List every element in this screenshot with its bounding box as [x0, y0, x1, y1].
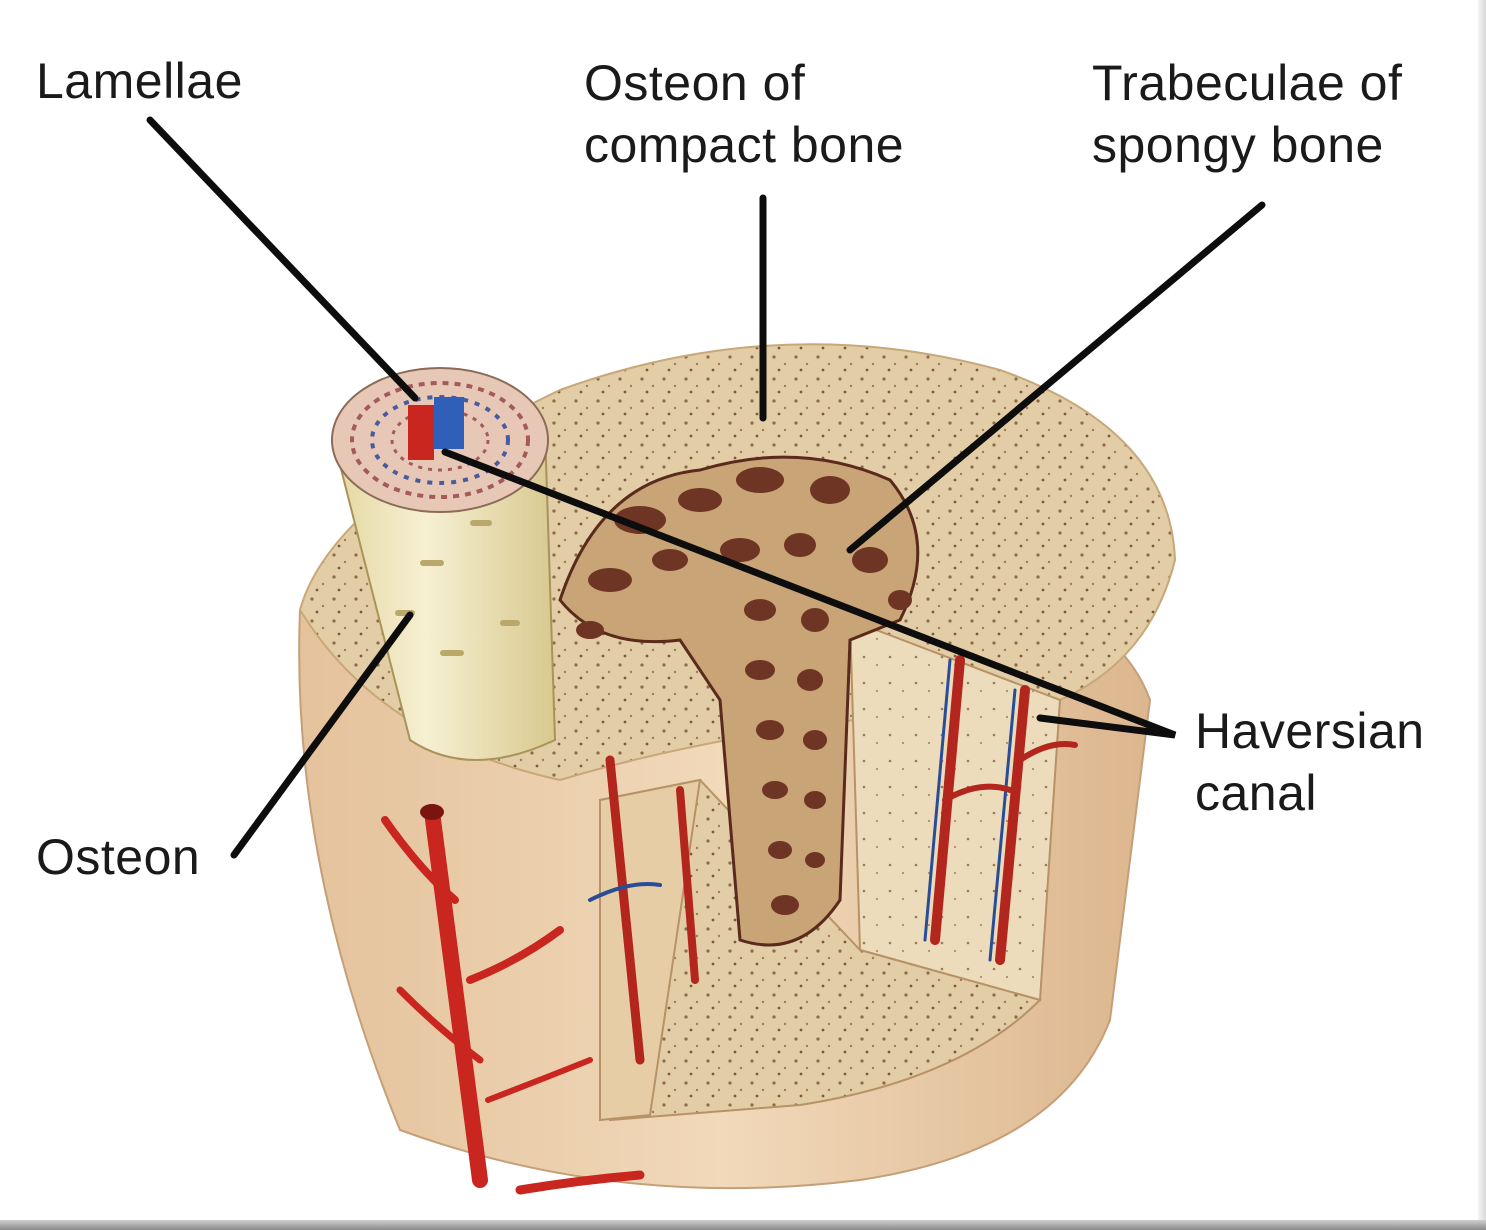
label-lamellae-text: Lamellae	[36, 53, 243, 109]
periosteal-artery	[381, 804, 645, 1195]
label-osteon-compact-line1: Osteon of	[584, 55, 806, 111]
label-osteon-compact-line2: compact bone	[584, 117, 905, 173]
label-haversian-canal: Haversian canal	[1195, 700, 1425, 824]
label-osteon: Osteon	[36, 826, 200, 888]
label-trabeculae-line2: spongy bone	[1092, 117, 1384, 173]
label-lamellae: Lamellae	[36, 50, 243, 112]
haversian-canals	[588, 655, 1078, 1065]
leader-osteon	[230, 611, 414, 859]
frame-edge-bottom	[0, 1220, 1486, 1230]
frame-edge-right	[1478, 0, 1486, 1230]
label-osteon-of-compact-bone: Osteon of compact bone	[584, 52, 904, 176]
leader-lamellae	[146, 116, 419, 402]
spongy-bone-trabeculae	[558, 455, 920, 947]
label-haversian-line2: canal	[1195, 765, 1318, 821]
leader-haversian	[441, 448, 1177, 739]
label-haversian-line1: Haversian	[1195, 703, 1425, 759]
label-trabeculae-of-spongy-bone: Trabeculae of spongy bone	[1092, 52, 1402, 176]
label-osteon-text: Osteon	[36, 829, 201, 885]
leader-trabeculae	[846, 201, 1266, 554]
leader-lines	[146, 116, 1266, 859]
label-trabeculae-line1: Trabeculae of	[1092, 55, 1403, 111]
osteon-cylinder	[331, 367, 557, 761]
